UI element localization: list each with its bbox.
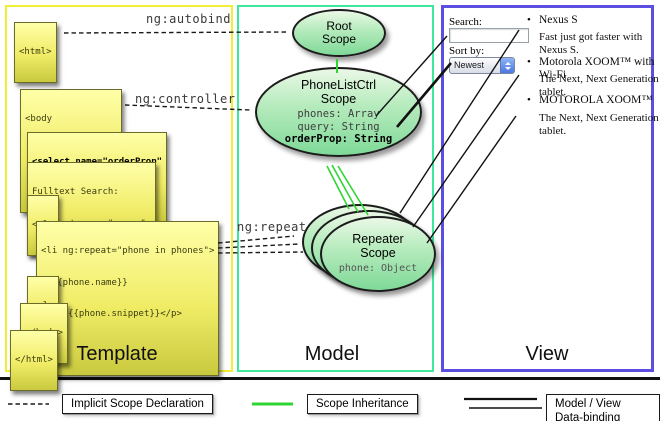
scope-title: Root (326, 19, 352, 33)
root-scope-ellipse: Root Scope (292, 9, 386, 57)
code-line: </html> (15, 355, 53, 365)
scope-title: Scope (320, 92, 357, 107)
ng-repeat-label: ng:repeat (237, 220, 307, 234)
code-box-html-open: <html> (14, 22, 57, 83)
scope-property: phone: Object (338, 263, 418, 275)
bullet-icon: • (527, 56, 531, 68)
ng-autobind-label: ng:autobind (146, 12, 231, 26)
scope-property: orderProp: String (284, 133, 393, 146)
phonelistctrl-scope-ellipse: PhoneListCtrl Scope phones: Array query:… (255, 67, 422, 157)
model-panel (237, 5, 434, 372)
sort-by-label: Sort by: (449, 45, 485, 57)
dropdown-stepper-icon (500, 58, 514, 73)
view-panel-label: View (525, 343, 569, 365)
scope-property: phones: Array (297, 108, 380, 121)
code-box-html-close: </html> (10, 330, 58, 391)
scope-property: query: String (297, 120, 380, 133)
scope-title: Repeater (352, 232, 404, 247)
legend-implicit-scope-box: Implicit Scope Declaration (62, 394, 213, 414)
scope-title: Scope (321, 32, 357, 46)
phone-item-desc: The Next, Next Generation tablet. (539, 112, 659, 137)
search-label: Search: (449, 16, 482, 28)
phone-item-title: Nexus S (539, 14, 578, 26)
sort-dropdown: Newest (449, 57, 515, 74)
legend-divider (0, 377, 660, 380)
template-panel-label: Template (76, 343, 158, 365)
phone-item-desc: The Next, Next Generation tablet. (539, 73, 659, 98)
code-line: <li ng:repeat="phone in phones"> (41, 246, 215, 256)
search-input (449, 28, 529, 43)
phone-item-title: MOTOROLA XOOM™ (539, 94, 653, 106)
model-panel-label: Model (304, 343, 360, 365)
legend-scope-inheritance-box: Scope Inheritance (307, 394, 418, 414)
code-line: {{phone.name}} (41, 277, 128, 288)
code-line: <p>{{phone.snippet}}</p> (41, 309, 182, 319)
code-line: Fulltext Search: (32, 187, 119, 197)
ng-controller-label: ng:controller (135, 92, 236, 106)
bullet-icon: • (527, 94, 531, 106)
phone-item-title: Motorola XOOM™ with Wi-Fi (539, 56, 655, 81)
code-line: <body (25, 114, 53, 124)
phone-item-desc: Fast just got faster with Nexus S. (539, 31, 643, 56)
code-line: <html> (19, 47, 52, 57)
repeater-scope-ellipse: Repeater Scope phone: Object (320, 216, 436, 292)
bullet-icon: • (527, 14, 531, 26)
legend-databinding-box: Model / View Data-binding (546, 394, 660, 421)
scope-title: PhoneListCtrl (300, 78, 377, 93)
scope-title: Scope (360, 246, 396, 261)
sort-dropdown-value: Newest (454, 60, 485, 70)
